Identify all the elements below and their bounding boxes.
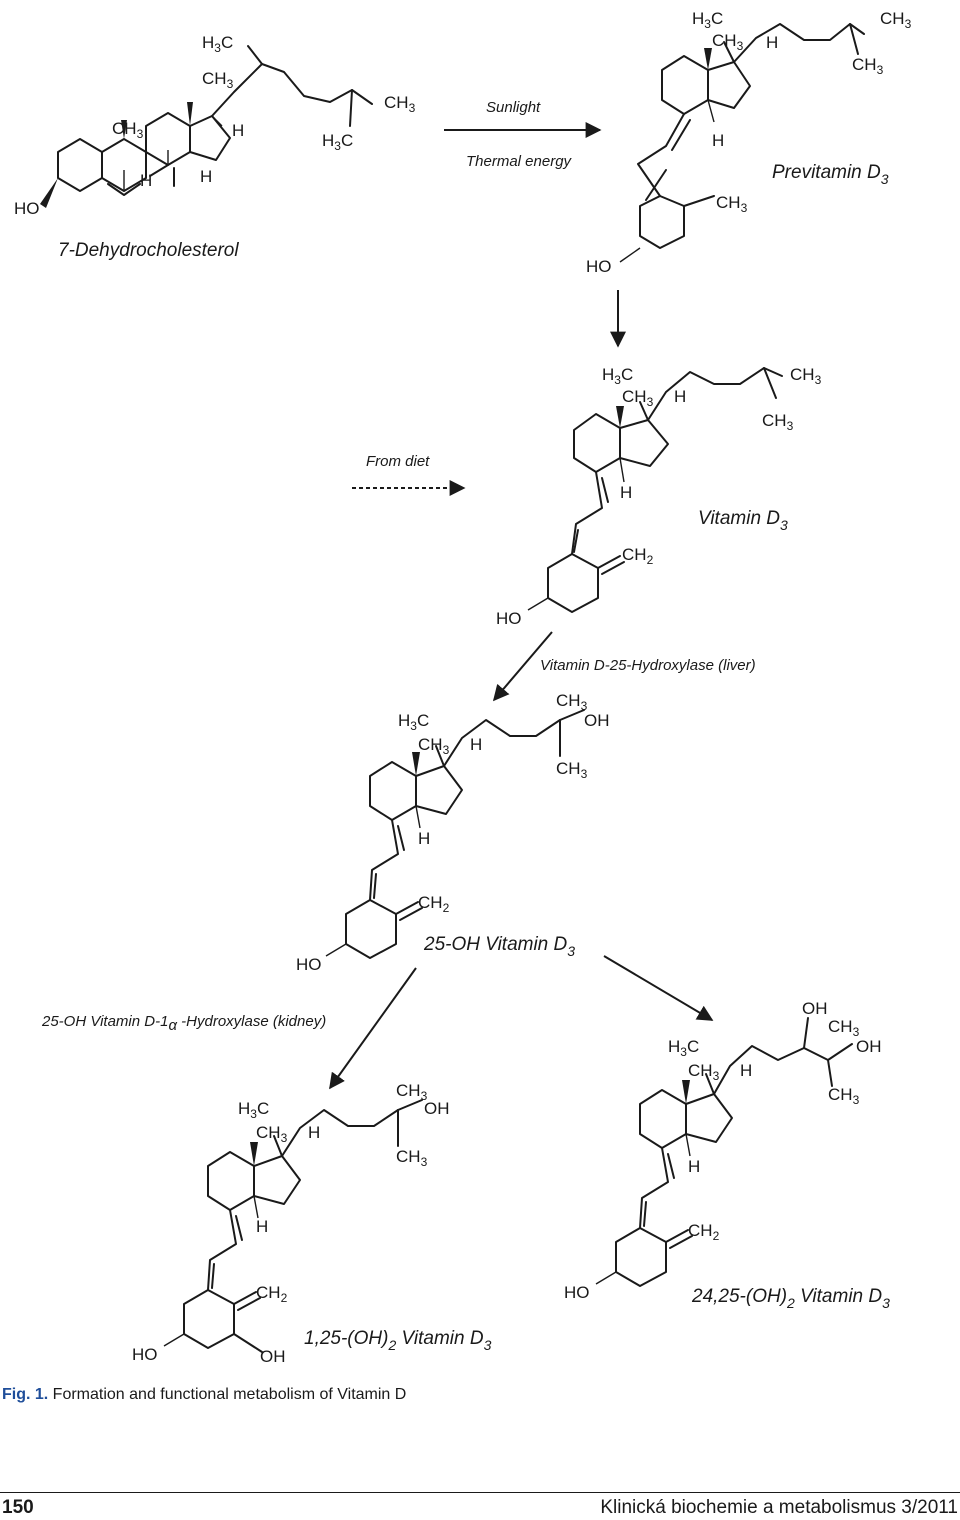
svg-text:HO: HO: [496, 609, 522, 628]
svg-text:H3C: H3C: [202, 33, 233, 55]
svg-text:H: H: [140, 171, 152, 190]
svg-text:H3C: H3C: [602, 365, 633, 387]
kidney-1-alpha-hydroxylation-arrow: [329, 967, 417, 1090]
liver-hydroxylation-arrow: [492, 631, 553, 702]
svg-text:H: H: [766, 33, 778, 52]
svg-text:CH3: CH3: [828, 1085, 860, 1107]
compound-name-vitamin-d3: Vitamin D3: [698, 508, 788, 533]
svg-text:H: H: [470, 735, 482, 754]
svg-text:CH3: CH3: [790, 365, 822, 387]
svg-text:CH3: CH3: [396, 1147, 428, 1169]
vitamin-d-pathway-figure: HO CH3 CH3 H3C CH3 H3C H H H 7-Dehydroch…: [14, 9, 912, 1366]
svg-text:OH: OH: [260, 1347, 286, 1366]
svg-text:CH3: CH3: [828, 1017, 860, 1039]
svg-text:CH3: CH3: [880, 9, 912, 31]
svg-text:CH3: CH3: [688, 1061, 720, 1083]
compound-name-25-oh-vitamin-d3: 25-OH Vitamin D3: [423, 934, 575, 959]
caption-text: Formation and functional metabolism of V…: [48, 1386, 407, 1403]
svg-text:HO: HO: [132, 1345, 158, 1364]
svg-text:H: H: [256, 1217, 268, 1236]
vitamin-d3-structure: [527, 367, 783, 613]
svg-text:CH2: CH2: [256, 1283, 288, 1305]
svg-text:H: H: [232, 121, 244, 140]
figure-caption: Fig. 1. Formation and functional metabol…: [2, 1386, 406, 1404]
dehydrocholesterol-structure: [40, 45, 373, 208]
svg-text:H3C: H3C: [692, 9, 723, 31]
condition-liver-hydroxylase: Vitamin D-25-Hydroxylase (liver): [540, 657, 756, 674]
svg-text:CH2: CH2: [688, 1221, 720, 1243]
svg-text:HO: HO: [564, 1283, 590, 1302]
svg-text:H: H: [620, 483, 632, 502]
page-number: 150: [2, 1497, 34, 1518]
compound-name-previtamin-d3: Previtamin D3: [772, 162, 889, 187]
24-25-dihydroxy-vitamin-d3-structure: [595, 1017, 853, 1287]
svg-text:H3C: H3C: [238, 1099, 269, 1121]
svg-text:H3C: H3C: [668, 1037, 699, 1059]
compound-name-1-25-dihydroxy-vitamin-d3: 1,25-(OH)2 Vitamin D3: [304, 1328, 492, 1353]
svg-text:CH3: CH3: [384, 93, 416, 115]
svg-text:OH: OH: [584, 711, 610, 730]
svg-text:HO: HO: [296, 955, 322, 974]
25-oh-vitamin-d3-structure: [325, 709, 585, 959]
svg-text:HO: HO: [14, 199, 40, 218]
svg-text:CH3: CH3: [762, 411, 794, 433]
svg-text:CH2: CH2: [622, 545, 654, 567]
condition-thermal-energy: Thermal energy: [466, 153, 573, 170]
svg-text:H: H: [418, 829, 430, 848]
svg-text:H: H: [688, 1157, 700, 1176]
compound-name-24-25-dihydroxy-vitamin-d3: 24,25-(OH)2 Vitamin D3: [691, 1286, 890, 1311]
svg-text:H: H: [200, 167, 212, 186]
1-25-dihydroxy-vitamin-d3-structure: [163, 1099, 423, 1353]
svg-text:CH3: CH3: [556, 691, 588, 713]
svg-text:H: H: [308, 1123, 320, 1142]
svg-text:CH3: CH3: [256, 1123, 288, 1145]
condition-sunlight: Sunlight: [486, 99, 541, 116]
svg-text:OH: OH: [856, 1037, 882, 1056]
svg-text:CH3: CH3: [622, 387, 654, 409]
svg-text:CH3: CH3: [418, 735, 450, 757]
svg-text:HO: HO: [586, 257, 612, 276]
condition-from-diet: From diet: [366, 453, 430, 470]
svg-text:OH: OH: [802, 999, 828, 1018]
svg-text:H3C: H3C: [322, 131, 353, 153]
24-hydroxylation-arrow: [603, 955, 714, 1021]
svg-text:CH3: CH3: [556, 759, 588, 781]
svg-text:H: H: [674, 387, 686, 406]
svg-text:H: H: [740, 1061, 752, 1080]
compound-name-7-dehydrocholesterol: 7-Dehydrocholesterol: [58, 240, 239, 261]
svg-text:CH3: CH3: [716, 193, 748, 215]
svg-text:H3C: H3C: [398, 711, 429, 733]
condition-kidney-hydroxylase: 25-OH Vitamin D-1α -Hydroxylase (kidney): [41, 1013, 326, 1034]
svg-text:CH3: CH3: [852, 55, 884, 77]
svg-text:CH3: CH3: [112, 119, 144, 141]
svg-text:CH3: CH3: [202, 69, 234, 91]
svg-text:CH2: CH2: [418, 893, 450, 915]
svg-text:CH3: CH3: [396, 1081, 428, 1103]
journal-name: Klinická biochemie a metabolismus 3/2011: [600, 1497, 958, 1518]
previtamin-d3-structure: [619, 23, 865, 263]
footer-divider: [0, 1492, 960, 1493]
svg-text:H: H: [712, 131, 724, 150]
svg-text:CH3: CH3: [712, 31, 744, 53]
svg-text:OH: OH: [424, 1099, 450, 1118]
figure-label: Fig. 1.: [2, 1386, 49, 1403]
